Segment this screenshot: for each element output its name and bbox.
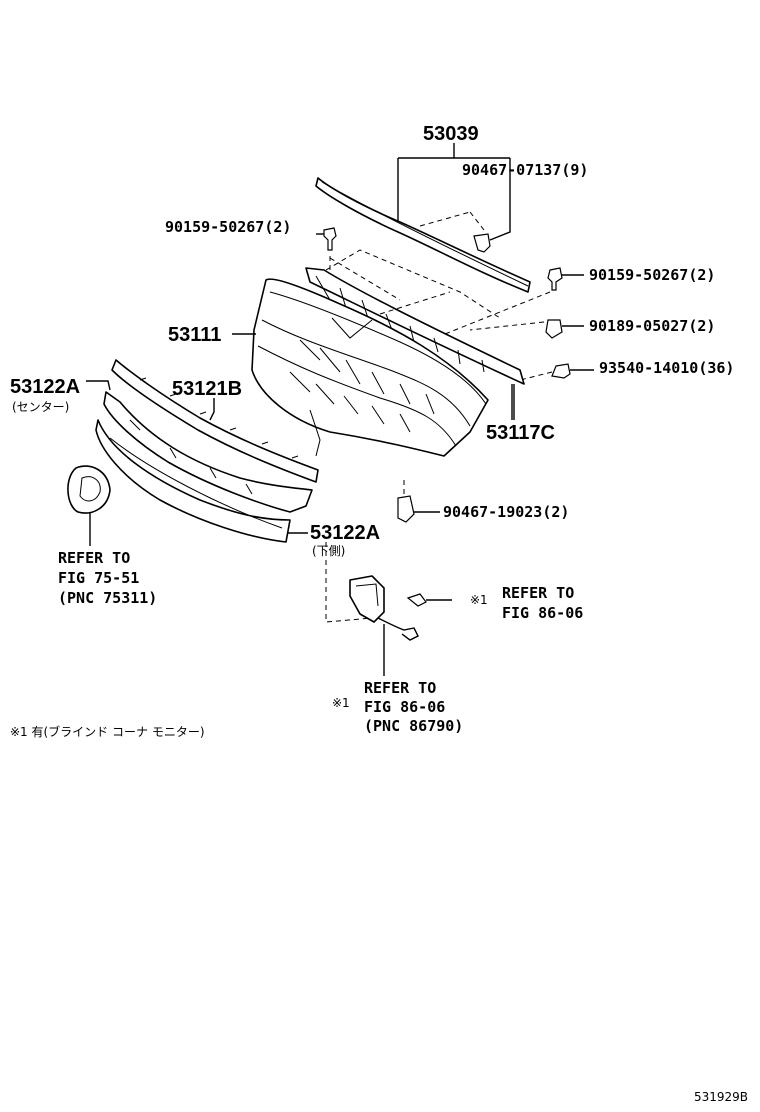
clip-90467-07137 (419, 211, 491, 253)
bolt-ref-line1: REFER TO (502, 584, 575, 602)
sensor-ref-line2: FIG 86-06 (364, 698, 446, 716)
lower-molding-53122a (95, 391, 313, 543)
clip-90467-19023 (397, 476, 440, 523)
part-number-90189-05027: 90189-05027(2) (589, 317, 716, 335)
part-number-90467-07137: 90467-07137(9) (462, 161, 589, 179)
emblem-ref-line2: FIG 75-51 (58, 569, 140, 587)
sensor-bracket-part (325, 542, 452, 676)
screw-right-1 (429, 267, 584, 341)
center-note: (センター) (12, 400, 70, 414)
upper-molding-part (315, 177, 531, 293)
clip-right-2 (469, 319, 584, 339)
footnote: ※1 有(ブラインド コーナ モニター) (10, 725, 205, 739)
bolt-ref-mark: ※1 (470, 593, 488, 607)
part-number-53122a-top: 53122A (10, 376, 81, 398)
lower-note: (下側) (312, 544, 346, 558)
center-molding-53121b (86, 359, 319, 483)
part-number-53111: 53111 (168, 324, 222, 346)
part-number-90467-19023: 90467-19023(2) (443, 503, 570, 521)
part-number-53122a-bottom: 53122A (310, 522, 381, 544)
sensor-ref-line1: REFER TO (364, 679, 437, 697)
bolt-ref-line2: FIG 86-06 (502, 604, 584, 622)
emblem-ref-line1: REFER TO (58, 549, 131, 567)
radiator-grille-53111 (232, 278, 489, 457)
emblem-ref-line3: (PNC 75311) (58, 589, 158, 607)
leader-53039 (397, 143, 511, 241)
diagram-id: 531929B (694, 1090, 749, 1104)
part-number-53121b: 53121B (172, 378, 243, 400)
part-number-53039: 53039 (423, 123, 479, 145)
clip-right-3 (519, 363, 594, 381)
sensor-ref-mark: ※1 (332, 696, 350, 710)
emblem-part (67, 465, 111, 546)
part-number-53117c: 53117C (486, 422, 555, 444)
part-number-93540-14010: 93540-14010(36) (599, 359, 735, 377)
part-number-90159-50267-right: 90159-50267(2) (589, 266, 716, 284)
screw-left (316, 227, 401, 301)
sensor-ref-line3: (PNC 86790) (364, 717, 464, 735)
retainer-53117c (305, 249, 525, 420)
part-number-90159-50267-left: 90159-50267(2) (165, 218, 292, 236)
